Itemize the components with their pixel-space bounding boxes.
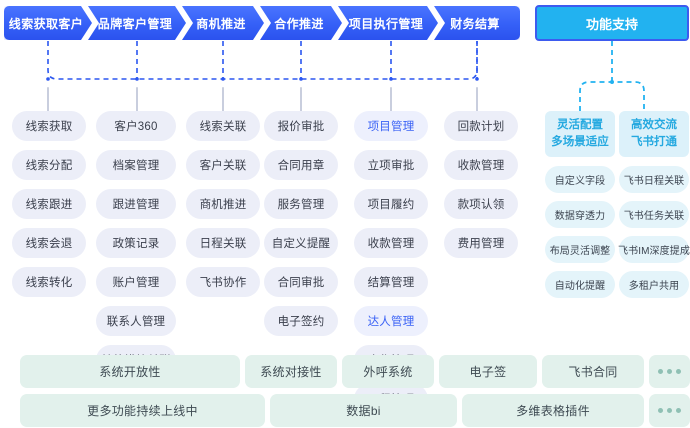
support-pill[interactable]: 布局灵活调整 <box>545 236 615 263</box>
support-header-line: 高效交流 <box>631 119 677 132</box>
support-column-header[interactable]: 灵活配置多场景适应 <box>545 111 615 157</box>
capability-label: 多维表格插件 <box>516 404 590 418</box>
flow-stage-5[interactable]: 项目执行管理 <box>338 6 438 40</box>
capability-box[interactable]: 系统对接性 <box>245 355 337 388</box>
capability-label: 数据bi <box>346 404 381 418</box>
support-header-button[interactable]: 功能支持 <box>535 5 689 41</box>
support-header-line: 飞书打通 <box>631 136 677 148</box>
capability-label: 更多功能持续上线中 <box>87 404 198 418</box>
module-column-3: 线索关联客户关联商机推进日程关联飞书协作 <box>186 111 260 306</box>
flow-stage-label: 合作推进 <box>274 16 324 31</box>
module-column-4: 报价审批合同用章服务管理自定义提醒合同审批电子签约 <box>264 111 338 345</box>
module-pill[interactable]: 账户管理 <box>96 267 176 297</box>
module-pill[interactable]: 联系人管理 <box>96 306 176 336</box>
module-column-6: 回款计划收款管理款项认领费用管理 <box>444 111 518 267</box>
module-pill[interactable]: 线索转化 <box>12 267 86 297</box>
module-pill[interactable]: 自定义提醒 <box>264 228 338 258</box>
module-pill[interactable]: 线索会退 <box>12 228 86 258</box>
capability-box[interactable]: 数据bi <box>270 394 457 427</box>
module-pill[interactable]: 客户360 <box>96 111 176 141</box>
support-header-line: 灵活配置 <box>557 119 603 132</box>
ellipsis-icon <box>658 408 681 413</box>
module-pill[interactable]: 档案管理 <box>96 150 176 180</box>
module-pill[interactable]: 项目履约 <box>354 189 428 219</box>
support-column-1: 灵活配置多场景适应自定义字段数据穿透力布局灵活调整自动化提醒 <box>545 111 615 306</box>
support-header-line: 多场景适应 <box>551 136 609 148</box>
capability-label: 外呼系统 <box>363 365 413 379</box>
module-column-1: 线索获取线索分配线索跟进线索会退线索转化 <box>12 111 86 306</box>
module-pill[interactable]: 收款管理 <box>444 150 518 180</box>
module-pill[interactable]: 报价审批 <box>264 111 338 141</box>
module-pill[interactable]: 费用管理 <box>444 228 518 258</box>
flow-stage-label: 商机推进 <box>196 16 246 31</box>
module-pill[interactable]: 跟进管理 <box>96 189 176 219</box>
support-pill[interactable]: 自定义字段 <box>545 166 615 193</box>
module-pill[interactable]: 结算管理 <box>354 267 428 297</box>
module-column-5: 项目管理立项审批项目履约收款管理结算管理达人管理合作管理日程管理 <box>354 111 428 423</box>
module-pill[interactable]: 线索分配 <box>12 150 86 180</box>
flow-stage-label: 财务结算 <box>450 16 500 31</box>
support-header-label: 功能支持 <box>585 16 638 32</box>
capability-box[interactable]: 外呼系统 <box>342 355 434 388</box>
module-pill[interactable]: 政策记录 <box>96 228 176 258</box>
more-options-button[interactable] <box>649 355 690 388</box>
module-column-2: 客户360档案管理跟进管理政策记录账户管理联系人管理其他模块关联 <box>96 111 176 384</box>
flow-stage-label: 线索获取客户 <box>8 16 84 31</box>
flow-stage-label: 品牌客户管理 <box>97 16 173 31</box>
module-pill[interactable]: 商机推进 <box>186 189 260 219</box>
support-pill[interactable]: 飞书任务关联 <box>619 201 689 228</box>
module-pill[interactable]: 线索关联 <box>186 111 260 141</box>
module-pill[interactable]: 款项认领 <box>444 189 518 219</box>
module-pill[interactable]: 电子签约 <box>264 306 338 336</box>
capability-box[interactable]: 系统开放性 <box>20 355 240 388</box>
flow-stage-4[interactable]: 合作推进 <box>260 6 342 40</box>
support-pill[interactable]: 自动化提醒 <box>545 271 615 298</box>
flow-stage-2[interactable]: 品牌客户管理 <box>88 6 186 40</box>
capability-box[interactable]: 更多功能持续上线中 <box>20 394 265 427</box>
capability-box[interactable]: 多维表格插件 <box>462 394 644 427</box>
capability-label: 系统对接性 <box>260 365 322 379</box>
capability-box[interactable]: 电子签 <box>439 355 537 388</box>
module-pill[interactable]: 达人管理 <box>354 306 428 336</box>
module-pill[interactable]: 合同用章 <box>264 150 338 180</box>
support-pill[interactable]: 飞书日程关联 <box>619 166 689 193</box>
module-pill[interactable]: 立项审批 <box>354 150 428 180</box>
capability-box[interactable]: 飞书合同 <box>542 355 644 388</box>
module-pill[interactable]: 线索跟进 <box>12 189 86 219</box>
support-pill[interactable]: 多租户共用 <box>619 271 689 298</box>
ellipsis-icon <box>658 369 681 374</box>
flow-stage-label: 项目执行管理 <box>348 16 424 31</box>
more-options-button[interactable] <box>649 394 690 427</box>
module-pill[interactable]: 收款管理 <box>354 228 428 258</box>
flow-stage-1[interactable]: 线索获取客户 <box>4 6 92 40</box>
support-column-2: 高效交流飞书打通飞书日程关联飞书任务关联飞书IM深度提成多租户共用 <box>618 111 690 306</box>
module-pill[interactable]: 回款计划 <box>444 111 518 141</box>
module-pill[interactable]: 日程关联 <box>186 228 260 258</box>
module-pill[interactable]: 服务管理 <box>264 189 338 219</box>
capability-label: 飞书合同 <box>568 365 618 379</box>
module-pill[interactable]: 线索获取 <box>12 111 86 141</box>
module-pill[interactable]: 项目管理 <box>354 111 428 141</box>
module-pill[interactable]: 合同审批 <box>264 267 338 297</box>
capability-label: 系统开放性 <box>99 365 161 379</box>
module-pill[interactable]: 客户关联 <box>186 150 260 180</box>
module-pill[interactable]: 飞书协作 <box>186 267 260 297</box>
flow-stage-6[interactable]: 财务结算 <box>434 6 520 40</box>
support-pill[interactable]: 飞书IM深度提成 <box>618 236 690 263</box>
support-pill[interactable]: 数据穿透力 <box>545 201 615 228</box>
support-column-header[interactable]: 高效交流飞书打通 <box>619 111 689 157</box>
capability-label: 电子签 <box>469 365 507 379</box>
flow-stage-3[interactable]: 商机推进 <box>182 6 264 40</box>
